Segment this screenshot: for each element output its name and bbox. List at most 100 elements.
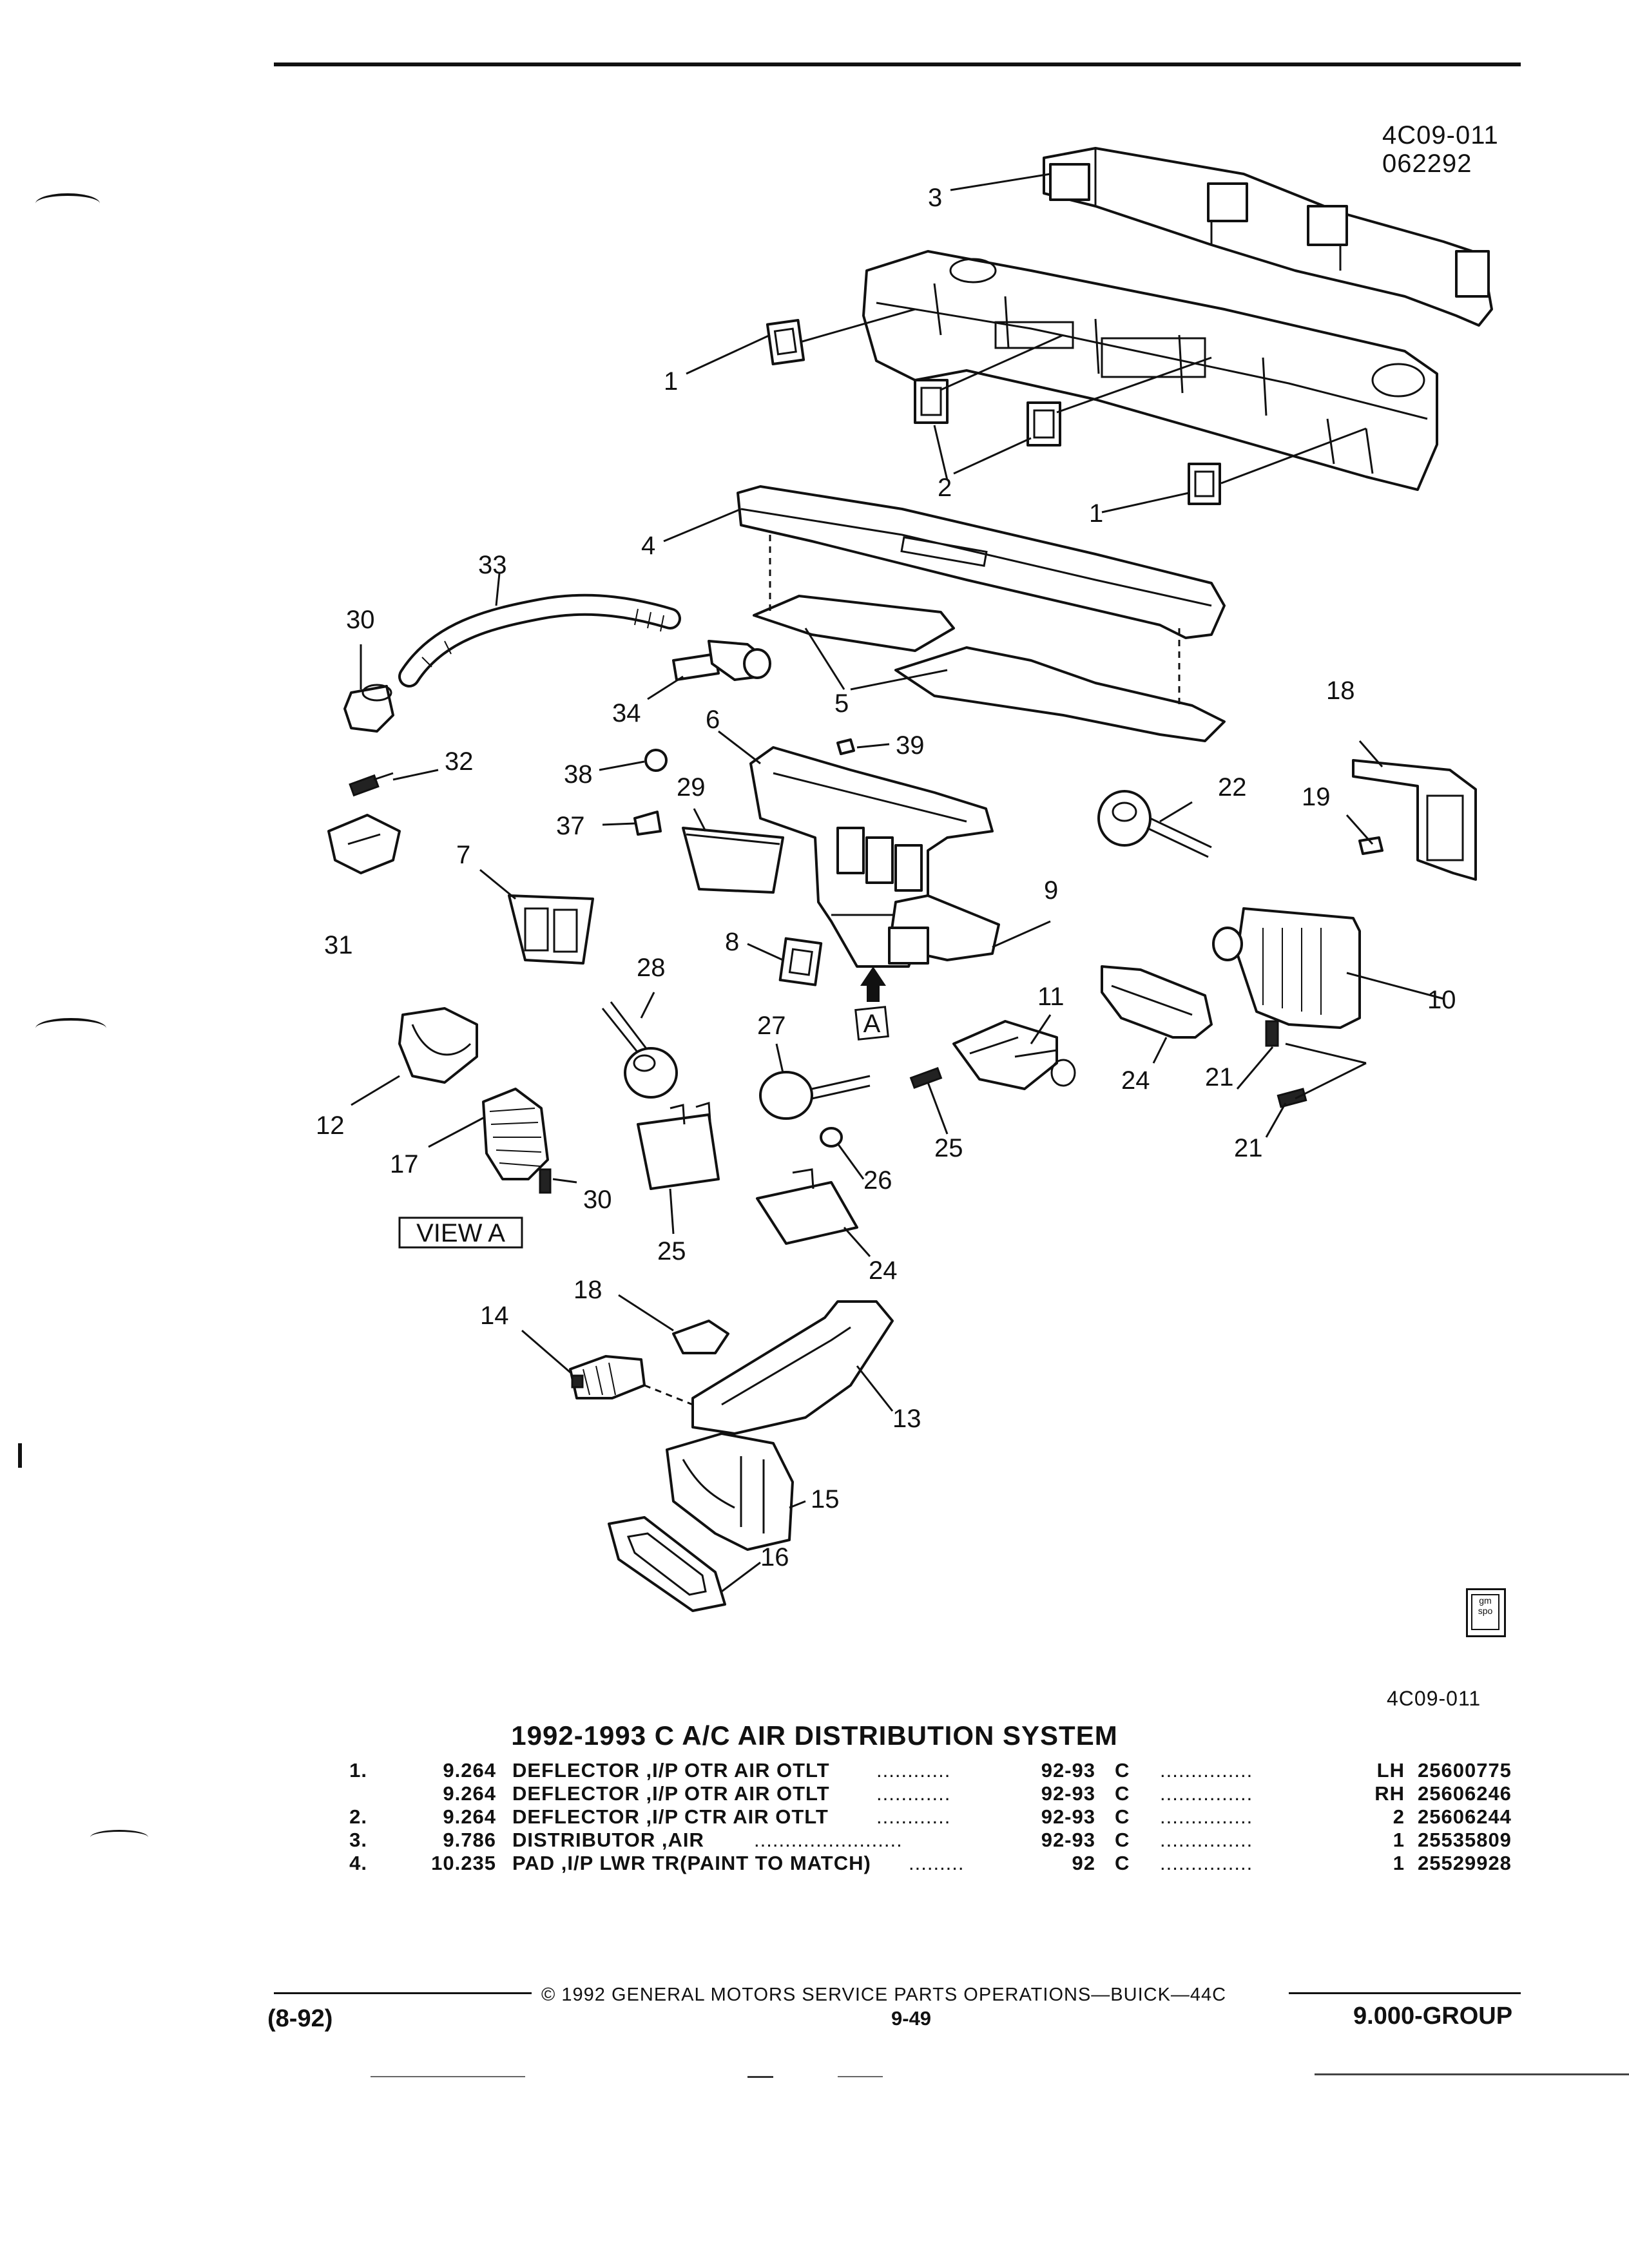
callout-25: 24 [869,1256,898,1285]
view-a-marker: A [854,966,889,1041]
blower-15 [666,1432,794,1551]
part-group-code: 10.235 [431,1852,496,1874]
callout-15: 15 [811,1485,840,1514]
part-series: C [1115,1829,1130,1851]
part-description: DISTRIBUTOR ,AIR [512,1829,704,1851]
callout-11: 11 [1037,983,1065,1011]
duct-12 [398,1007,478,1084]
callout-7: 7 [456,841,470,869]
callout-12: 12 [316,1111,345,1140]
callout-1-right: 1 [1089,499,1103,528]
part-item-number: 4. [349,1852,367,1874]
callout-33: 31 [324,931,353,959]
screws-21 [1265,1020,1307,1108]
small-fasteners [633,738,855,836]
scan-mark [1315,2073,1629,2075]
callout-32: 30 [346,606,375,634]
parts-row: 9.264 DEFLECTOR ,I/P OTR AIR OTLT ......… [342,1782,1540,1805]
leader-dots: ............... [1160,1782,1253,1805]
footer-rule-left [274,1992,532,1994]
leader-dots: ............... [1160,1805,1253,1828]
part-years: 92-93 [1041,1805,1095,1828]
leader-lines [351,173,1444,1593]
gm-spo-logo: gm spo [1466,1588,1506,1637]
scan-mark [838,2076,883,2077]
callout-1-left: 1 [664,367,678,396]
panel-23 [1101,965,1213,1039]
module-10 [1212,907,1361,1029]
figure-code-bottom: 4C09-011 [1387,1687,1481,1710]
door-26 [637,1102,720,1190]
callout-19: 18 [1326,677,1355,705]
outlet-7 [508,894,594,965]
footer-date: (8-92) [267,2005,333,2032]
hose-connector [672,640,771,681]
margin-mark [18,1443,22,1468]
callout-39: 39 [896,731,925,760]
callout-5: 5 [834,689,849,718]
callout-27: 26 [863,1166,892,1195]
callout-37: 37 [556,812,585,840]
seal-8 [778,937,823,986]
callout-31: 30 [583,1186,612,1214]
instrument-panel-pad [737,485,1226,639]
footer-rule-right [1289,1992,1521,1994]
margin-mark [35,1018,106,1039]
part-series: C [1115,1852,1130,1874]
duct-13 [644,1300,894,1435]
callout-29: 28 [637,954,666,982]
part-qty: 1 [1393,1829,1405,1851]
screw-34 [349,772,394,797]
part-years: 92-93 [1041,1782,1095,1805]
leader-dots: ............ [876,1782,951,1805]
callout-21-lower: 21 [1234,1134,1263,1162]
callout-23: 24 [1121,1066,1150,1095]
margin-mark [90,1830,148,1845]
seal-16 [608,1516,726,1612]
footer-page-number: 9-49 [891,2007,932,2030]
leader-dots: ............ [876,1759,951,1782]
part-qty: 1 [1393,1852,1405,1874]
leader-dots: ............... [1160,1829,1253,1851]
view-a-marker-text: A [863,1010,881,1038]
callout-30: 29 [677,773,706,802]
parts-row: 4. 10.235 PAD ,I/P LWR TR(PAINT TO MATCH… [342,1852,1540,1875]
callout-2: 2 [938,474,952,502]
deflectors [766,318,1221,505]
parts-row: 3. 9.786 DISTRIBUTOR ,AIR ..............… [342,1829,1540,1852]
part-number: 25606244 [1418,1805,1512,1828]
gm-spo-logo-text: gm spo [1471,1594,1499,1630]
parts-row: 1. 9.264 DEFLECTOR ,I/P OTR AIR OTLT ...… [342,1759,1540,1782]
screw-31 [539,1168,552,1194]
leader-dots: ........................ [754,1829,903,1851]
figure-code: 4C09-011 062292 [1382,121,1499,178]
callout-35: 33 [478,551,507,579]
part-description: PAD ,I/P LWR TR(PAINT TO MATCH) [512,1852,871,1874]
part-number: 25529928 [1418,1852,1512,1874]
actuator-29 [601,1001,678,1099]
filter-30 [682,827,784,894]
footer-copyright: © 1992 GENERAL MOTORS SERVICE PARTS OPER… [541,1984,1227,2005]
figure-code-line1: 4C09-011 [1382,121,1499,149]
part-qty: RH [1374,1782,1405,1805]
bushing-27 [820,1127,843,1148]
part-number: 25535809 [1418,1829,1512,1851]
callout-28: 27 [757,1012,786,1040]
part-number: 25606246 [1418,1782,1512,1805]
hose [343,593,681,733]
bracket-33 [327,814,401,874]
parts-diagram: VIEW A A [316,147,1493,1612]
duct-11 [952,1020,1076,1090]
duct-17 [482,1088,549,1180]
part-years: 92 [1072,1852,1095,1874]
air-distributor [1043,147,1493,327]
part-description: DEFLECTOR ,I/P CTR AIR OTLT [512,1805,829,1828]
callout-9: 9 [1044,876,1058,905]
callout-10: 10 [1427,986,1456,1014]
part-group-code: 9.264 [443,1805,496,1828]
view-a-label: VIEW A [398,1216,523,1249]
part-number: 25600775 [1418,1759,1512,1782]
callout-14: 14 [480,1302,509,1330]
callout-20: 19 [1302,783,1331,811]
part-item-number: 2. [349,1805,367,1828]
